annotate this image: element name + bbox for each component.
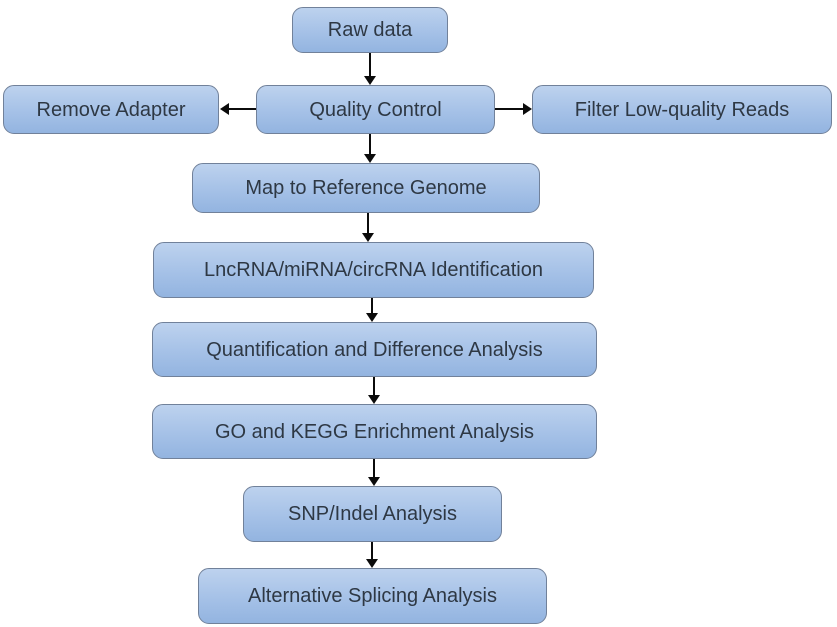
node-raw-data: Raw data xyxy=(292,7,448,53)
node-label: GO and KEGG Enrichment Analysis xyxy=(214,420,535,443)
arrowhead-down-icon xyxy=(362,233,374,242)
arrow-shaft xyxy=(369,53,371,77)
arrow-quality-control-to-filter-reads xyxy=(495,103,532,115)
arrow-quality-control-to-map xyxy=(364,134,376,163)
node-label: Map to Reference Genome xyxy=(245,177,487,199)
node-remove-adapter: Remove Adapter xyxy=(3,85,219,134)
node-filter-low-quality-reads: Filter Low-quality Reads xyxy=(532,85,832,134)
arrow-lncrna-to-quantification xyxy=(366,298,378,322)
arrow-map-to-lncrna-identification xyxy=(362,213,374,242)
node-map-to-reference-genome: Map to Reference Genome xyxy=(192,163,540,213)
arrow-shaft xyxy=(228,108,256,110)
arrowhead-left-icon xyxy=(220,103,229,115)
arrowhead-down-icon xyxy=(366,559,378,568)
node-quality-control: Quality Control xyxy=(256,85,495,134)
node-label: Quantification and Difference Analysis xyxy=(206,338,543,361)
node-label: SNP/Indel Analysis xyxy=(288,503,457,525)
arrowhead-right-icon xyxy=(523,103,532,115)
arrow-shaft xyxy=(371,542,373,560)
node-label: Remove Adapter xyxy=(36,98,186,121)
arrow-shaft xyxy=(367,213,369,234)
node-lncrna-mirna-circrna-identification: LncRNA/miRNA/circRNA Identification xyxy=(153,242,594,298)
arrowhead-down-icon xyxy=(364,76,376,85)
arrowhead-down-icon xyxy=(364,154,376,163)
node-label: Quality Control xyxy=(309,98,442,121)
arrow-shaft xyxy=(371,298,373,314)
arrow-quality-control-to-remove-adapter xyxy=(220,103,256,115)
node-label: Raw data xyxy=(327,19,413,41)
arrow-shaft xyxy=(369,134,371,155)
arrowhead-down-icon xyxy=(368,477,380,486)
node-alternative-splicing-analysis: Alternative Splicing Analysis xyxy=(198,568,547,624)
arrow-shaft xyxy=(495,108,524,110)
arrow-shaft xyxy=(373,377,375,396)
node-label: LncRNA/miRNA/circRNA Identification xyxy=(204,259,543,281)
arrowhead-down-icon xyxy=(366,313,378,322)
node-label: Filter Low-quality Reads xyxy=(574,98,790,121)
arrow-raw-data-to-quality-control xyxy=(364,53,376,85)
arrow-go-kegg-to-snp-indel xyxy=(368,459,380,486)
node-snp-indel-analysis: SNP/Indel Analysis xyxy=(243,486,502,542)
node-quantification-and-difference-analysis: Quantification and Difference Analysis xyxy=(152,322,597,377)
arrow-snp-indel-to-alternative-splicing xyxy=(366,542,378,568)
node-label: Alternative Splicing Analysis xyxy=(247,585,497,607)
arrow-shaft xyxy=(373,459,375,478)
node-go-and-kegg-enrichment-analysis: GO and KEGG Enrichment Analysis xyxy=(152,404,597,459)
arrowhead-down-icon xyxy=(368,395,380,404)
arrow-quantification-to-go-kegg xyxy=(368,377,380,404)
